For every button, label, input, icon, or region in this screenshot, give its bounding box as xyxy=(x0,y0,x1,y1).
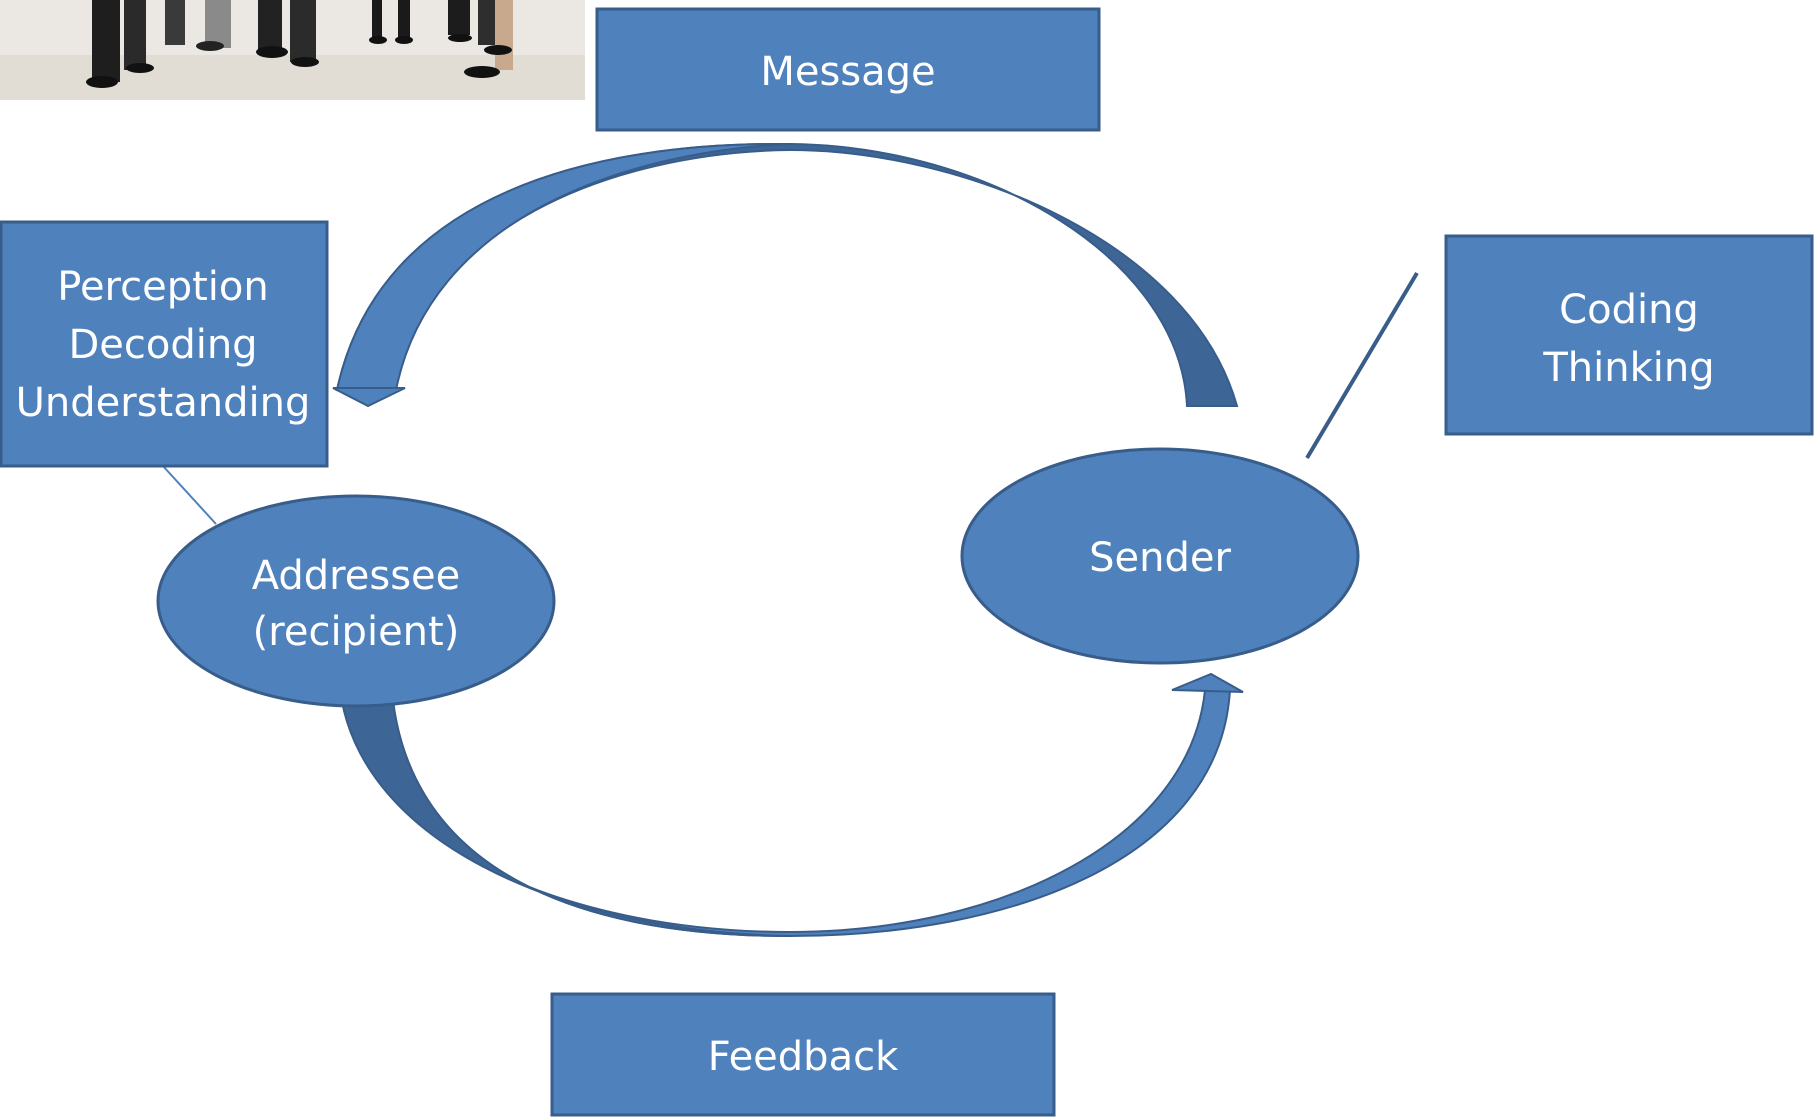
recipient-label: (recipient) xyxy=(253,609,460,655)
coding-label: Coding xyxy=(1559,287,1699,333)
message-arrow xyxy=(332,142,1239,408)
decoding-label: Decoding xyxy=(68,322,257,368)
thinking-label: Thinking xyxy=(1542,345,1714,391)
understanding-label: Understanding xyxy=(16,380,311,426)
connector-line-coding xyxy=(1305,271,1419,460)
sender-label: Sender xyxy=(1089,535,1231,581)
message-box: Message xyxy=(595,7,1101,132)
coding-box: Coding Thinking xyxy=(1444,234,1814,436)
perception-box: Perception Decoding Understanding xyxy=(0,220,329,468)
message-label: Message xyxy=(760,49,935,95)
feedback-arrow xyxy=(337,672,1244,938)
addressee-label: Addressee xyxy=(252,553,461,599)
people-photo xyxy=(0,0,585,100)
perception-label: Perception xyxy=(57,264,268,310)
connector-line-perception xyxy=(162,465,217,525)
feedback-box: Feedback xyxy=(550,992,1056,1117)
sender-node: Sender xyxy=(960,447,1360,665)
feedback-label: Feedback xyxy=(708,1034,899,1080)
addressee-node: Addressee (recipient) xyxy=(156,494,556,708)
